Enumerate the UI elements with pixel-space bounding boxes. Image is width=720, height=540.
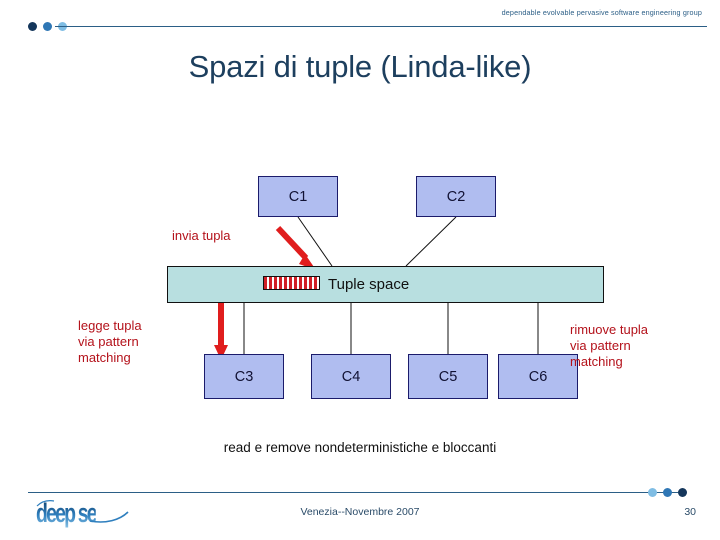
node-c5-label: C5 (438, 368, 458, 385)
annotation-legge-line3: matching (78, 350, 131, 365)
footer-dot-medium-blue-icon (663, 488, 672, 497)
node-c4[interactable]: C4 (311, 354, 391, 399)
annotation-legge-tupla: legge tupla via pattern matching (78, 318, 142, 366)
annotation-rimuove-line2: via pattern (570, 338, 631, 353)
header-dot-medium-blue-icon (43, 22, 52, 31)
annotation-legge-line1: legge tupla (78, 318, 142, 333)
header-tagline: dependable evolvable pervasive software … (501, 8, 702, 17)
header-divider (55, 26, 707, 27)
node-c6[interactable]: C6 (498, 354, 578, 399)
connector-c2-to-tuple-space (405, 216, 457, 267)
node-c1-label: C1 (288, 188, 308, 205)
node-c6-label: C6 (528, 368, 548, 385)
footer-venue: Venezia--Novembre 2007 (300, 506, 420, 518)
striped-tuple-icon (263, 276, 320, 290)
annotation-rimuove-line3: matching (570, 354, 623, 369)
node-c3-label: C3 (234, 368, 254, 385)
footer-page-number: 30 (684, 506, 696, 518)
node-c4-label: C4 (341, 368, 361, 385)
diagram-caption: read e remove nondeterministiche e blocc… (223, 440, 497, 455)
annotation-invia-tupla: invia tupla (172, 228, 231, 243)
node-c5[interactable]: C5 (408, 354, 488, 399)
page-title: Spazi di tuple (Linda-like) (188, 49, 532, 84)
node-c3[interactable]: C3 (204, 354, 284, 399)
tuple-space-bar[interactable]: Tuple space (167, 266, 604, 303)
deepse-logo-swoosh-icon (36, 500, 129, 523)
node-c2-label: C2 (446, 188, 466, 205)
annotation-rimuove-tupla: rimuove tupla via pattern matching (570, 322, 648, 370)
footer-divider (28, 492, 678, 493)
node-c2[interactable]: C2 (416, 176, 496, 217)
tuple-space-label: Tuple space (328, 276, 410, 293)
footer-dot-light-blue-icon (648, 488, 657, 497)
slide-header: dependable evolvable pervasive software … (0, 0, 720, 40)
deepse-logo: deep se (34, 497, 154, 531)
annotation-rimuove-line1: rimuove tupla (570, 322, 649, 337)
connector-c1-to-tuple-space (297, 216, 333, 267)
footer-dot-dark-navy-icon (678, 488, 687, 497)
node-c1[interactable]: C1 (258, 176, 338, 217)
annotation-legge-line2: via pattern (78, 334, 139, 349)
deepse-logo-text: deep se (36, 498, 98, 528)
legge-tupla-arrow-icon (214, 298, 228, 360)
header-dot-dark-navy-icon (28, 22, 37, 31)
